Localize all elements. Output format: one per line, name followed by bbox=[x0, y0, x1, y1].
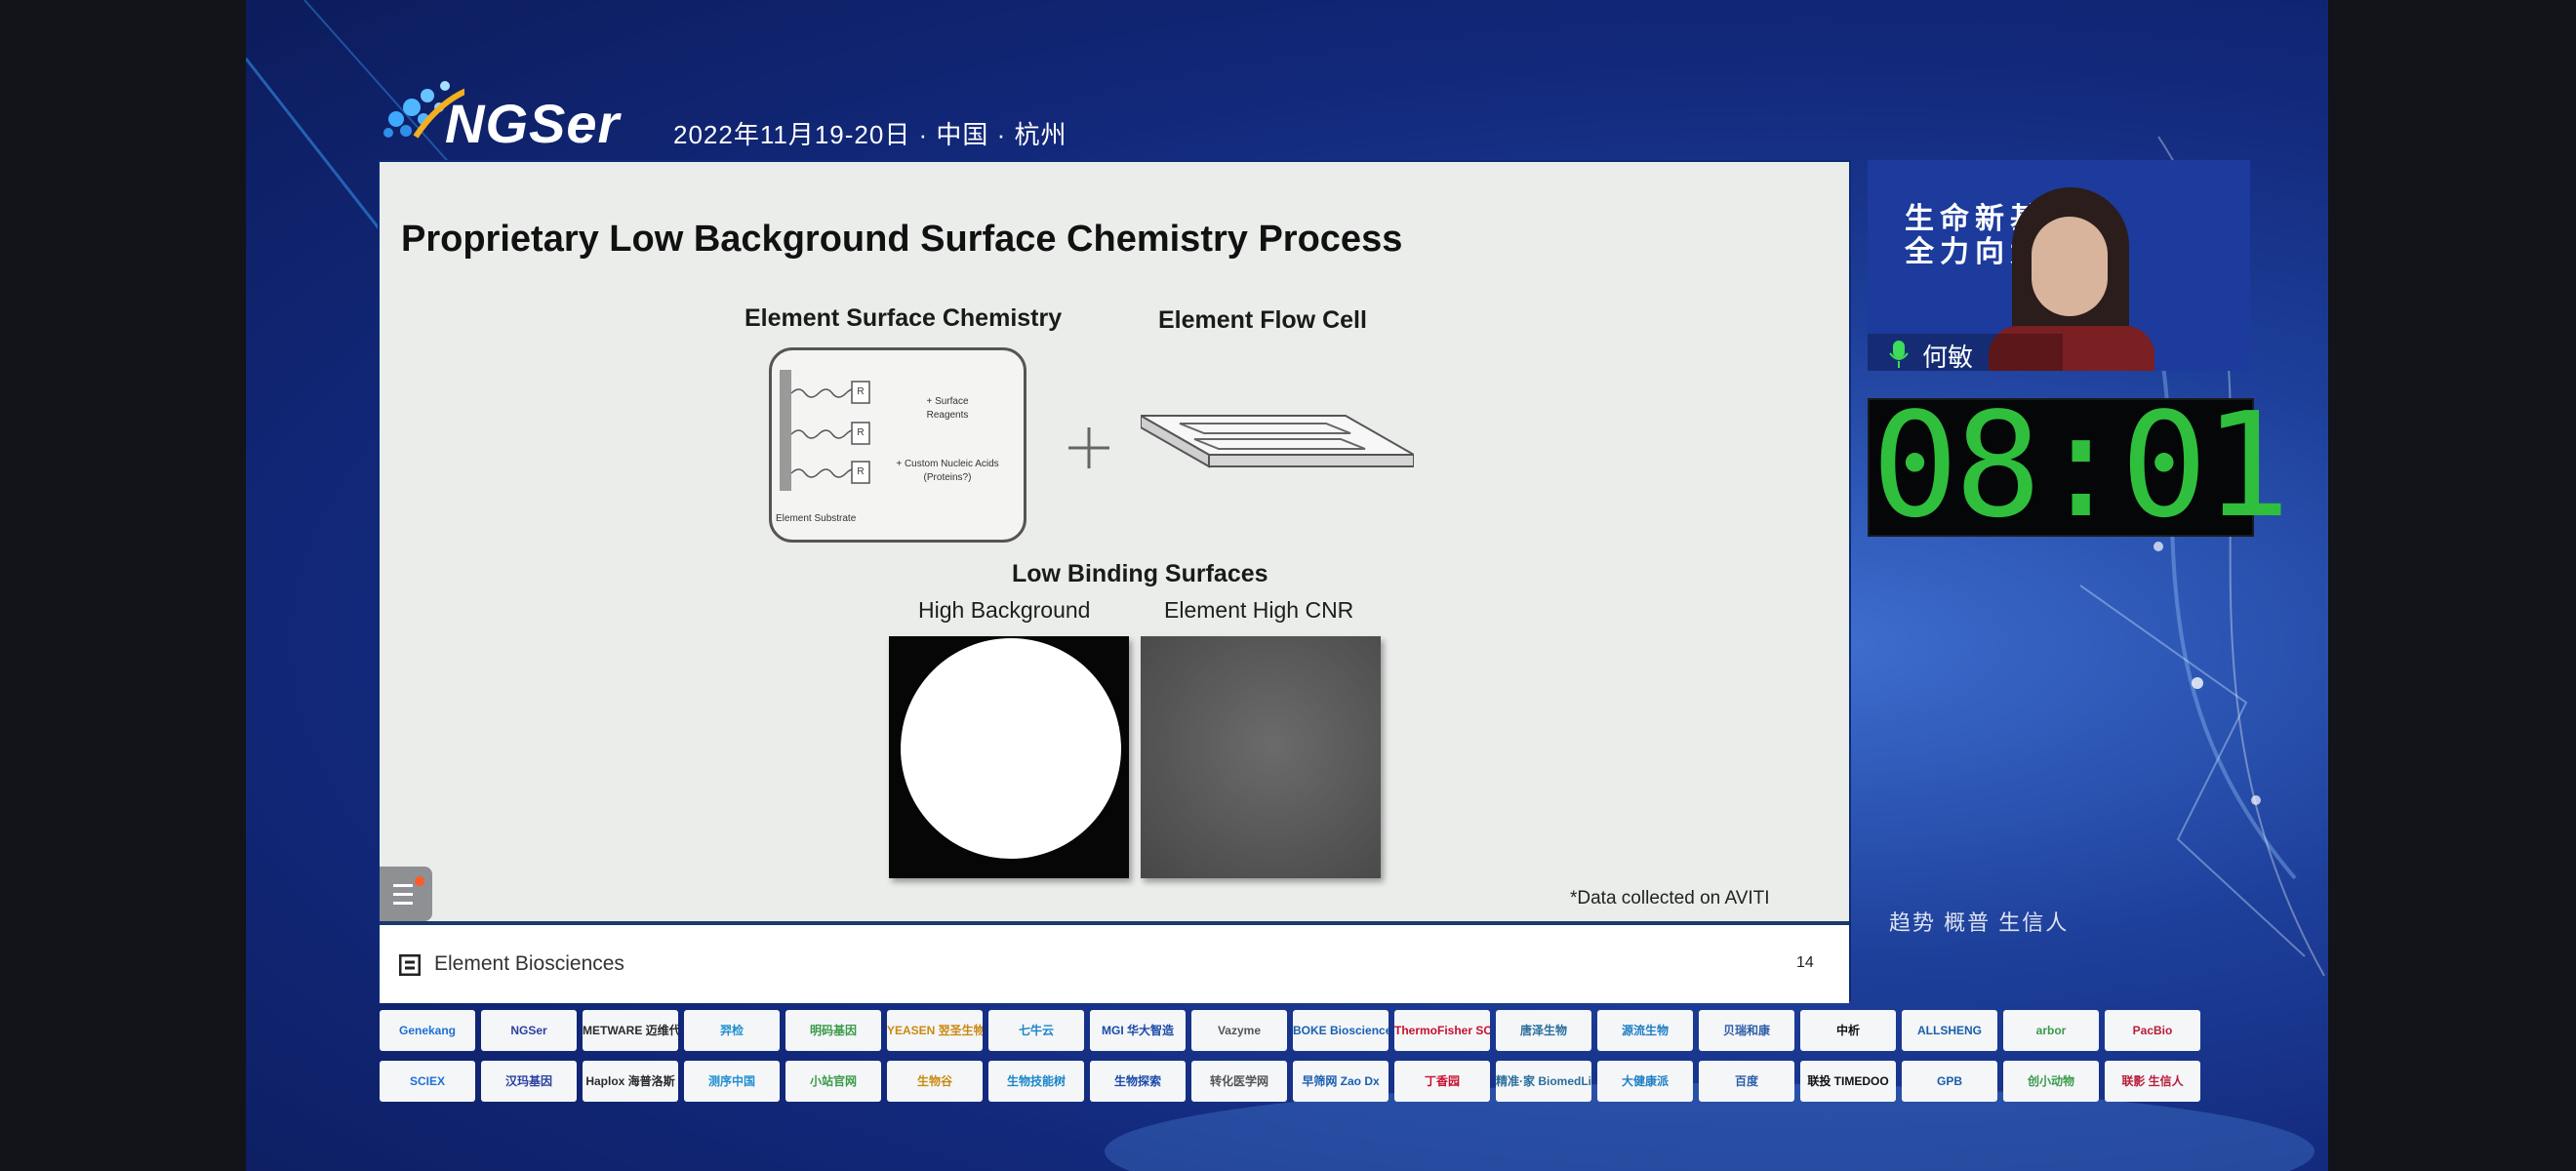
sponsor-logo: GPB bbox=[1902, 1061, 1997, 1102]
substrate-diagram bbox=[780, 370, 870, 491]
scrolling-ticker: 趋势 概普 生信人 bbox=[1889, 910, 2070, 935]
microphone-icon bbox=[1889, 341, 1909, 368]
sponsor-logo: 羿检 bbox=[684, 1010, 780, 1051]
slide-page-number: 14 bbox=[1796, 954, 1814, 971]
r-label: R bbox=[857, 466, 865, 477]
speaker-name: 何敏 bbox=[1922, 343, 1974, 371]
surface-reagents-label: + Surface Reagents bbox=[926, 396, 969, 421]
sponsor-logo: 汉玛基因 bbox=[481, 1061, 577, 1102]
high-cnr-caption: Element High CNR bbox=[1164, 597, 1354, 623]
high-background-caption: High Background bbox=[918, 597, 1091, 623]
sponsor-logo: 丁香园 bbox=[1394, 1061, 1490, 1102]
sponsor-logo: YEASEN 翌圣生物 bbox=[887, 1010, 983, 1051]
surface-chemistry-diagram: R R R + Surface Reagents + Custom Nuclei… bbox=[769, 347, 1026, 543]
sponsor-logo: 早筛网 Zao Dx bbox=[1293, 1061, 1389, 1102]
presentation-slide: Proprietary Low Background Surface Chemi… bbox=[380, 162, 1849, 1003]
data-footnote: *Data collected on AVITI bbox=[1570, 888, 1770, 909]
sponsor-logo: ALLSHENG bbox=[1902, 1010, 1997, 1051]
sponsor-logo: Haplox 海普洛斯 bbox=[583, 1061, 678, 1102]
element-logo-icon bbox=[399, 954, 421, 976]
speaker-name-row: 何敏 bbox=[1868, 334, 2063, 371]
slide-menu-button[interactable] bbox=[380, 867, 432, 921]
nucleic-acids-label: + Custom Nucleic Acids (Proteins?) bbox=[896, 459, 999, 483]
substrate-label: Element Substrate bbox=[776, 513, 857, 524]
sponsor-logo: 贝瑞和康 bbox=[1699, 1010, 1794, 1051]
r-label: R bbox=[857, 427, 865, 438]
sponsor-logo: SCIEX bbox=[380, 1061, 475, 1102]
sponsor-logo: Genekang bbox=[380, 1010, 475, 1051]
low-binding-heading: Low Binding Surfaces bbox=[1012, 560, 1268, 587]
flow-cell-heading: Element Flow Cell bbox=[1158, 306, 1367, 334]
slide-title: Proprietary Low Background Surface Chemi… bbox=[401, 219, 1403, 260]
left-letterbox bbox=[0, 0, 246, 1171]
r-label: R bbox=[857, 386, 865, 397]
speaker-shirt bbox=[1989, 326, 2154, 371]
sponsor-logo: 小站官网 bbox=[785, 1061, 881, 1102]
sponsor-logo: 明码基因 bbox=[785, 1010, 881, 1051]
plus-icon bbox=[1068, 427, 1109, 468]
logo-dots-icon bbox=[383, 81, 464, 139]
conference-logo: NGSer bbox=[377, 68, 630, 158]
sponsor-logo: 大健康派 bbox=[1597, 1061, 1693, 1102]
sponsor-logo: 生物谷 bbox=[887, 1061, 983, 1102]
speaker-face bbox=[2032, 217, 2108, 316]
notification-dot bbox=[415, 876, 424, 886]
right-letterbox bbox=[2328, 0, 2576, 1171]
sponsor-logo: 唐泽生物 bbox=[1496, 1010, 1591, 1051]
sponsor-logo: BOKE Bioscience bbox=[1293, 1010, 1389, 1051]
countdown-timer: 08:01 bbox=[1868, 392, 2291, 539]
sponsor-logo: MGI 华大智造 bbox=[1090, 1010, 1186, 1051]
speaker-video[interactable]: 生命新基 全力向大 何敏 bbox=[1868, 160, 2250, 371]
sponsor-logo: 中析 bbox=[1800, 1010, 1896, 1051]
flow-cell-diagram bbox=[1141, 414, 1414, 468]
sponsor-logo: Vazyme bbox=[1191, 1010, 1287, 1051]
event-date: 2022年11月19-20日 · 中国 · 杭州 bbox=[673, 120, 1067, 149]
sponsor-logo: 联影 生信人 bbox=[2105, 1061, 2200, 1102]
high-cnr-image bbox=[1141, 636, 1381, 878]
sponsor-logo: 测序中国 bbox=[684, 1061, 780, 1102]
sponsor-logo: METWARE 迈维代谢 bbox=[583, 1010, 678, 1051]
sponsor-logo: 生物探索 bbox=[1090, 1061, 1186, 1102]
slide-footer: Element Biosciences 14 bbox=[380, 921, 1849, 1003]
conference-logo-text: NGSer bbox=[445, 93, 621, 154]
bright-disc bbox=[901, 638, 1121, 859]
sponsor-logo: PacBio bbox=[2105, 1010, 2200, 1051]
sponsor-logo: 七牛云 bbox=[988, 1010, 1084, 1051]
company-name: Element Biosciences bbox=[434, 952, 624, 975]
sponsor-logo: 转化医学网 bbox=[1191, 1061, 1287, 1102]
sponsor-logo: 创小动物 bbox=[2003, 1061, 2099, 1102]
sponsor-logo: 源流生物 bbox=[1597, 1010, 1693, 1051]
sponsor-logo: 生物技能树 bbox=[988, 1061, 1084, 1102]
sponsor-logo: NGSer bbox=[481, 1010, 577, 1051]
sponsor-logo: arbor bbox=[2003, 1010, 2099, 1051]
sponsor-logo: ThermoFisher SCIENTIFIC bbox=[1394, 1010, 1490, 1051]
sponsor-logo: 百度 bbox=[1699, 1061, 1794, 1102]
sponsor-logo: 精准·家 BiomedLink bbox=[1496, 1061, 1591, 1102]
high-background-image bbox=[889, 636, 1129, 878]
sponsor-logo: 联投 TIMEDOO bbox=[1800, 1061, 1896, 1102]
timer-digits: 08:01 bbox=[1872, 382, 2291, 549]
surface-chemistry-heading: Element Surface Chemistry bbox=[745, 304, 1063, 332]
